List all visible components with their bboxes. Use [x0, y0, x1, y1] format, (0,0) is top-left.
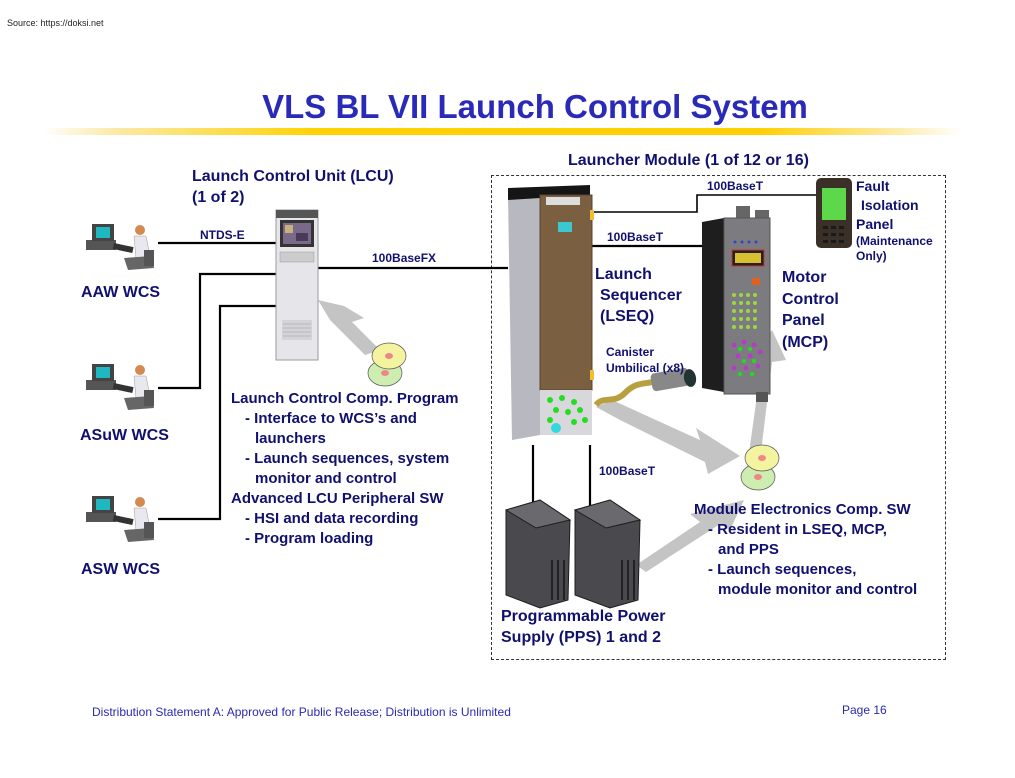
pps-label-line2: Supply (PPS) 1 and 2 — [501, 629, 662, 646]
pps-unit-icon-1 — [504, 499, 572, 609]
arrow-to-lseq — [596, 400, 740, 474]
software-disc-icon-lcu — [367, 342, 407, 387]
mcp-label-line4: (MCP) — [782, 333, 829, 351]
module-software-block: Module Electronics Comp. SW - Resident i… — [694, 500, 917, 600]
lcu-software-heading: Launch Control Comp. Program — [231, 390, 459, 407]
module-software-heading: Module Electronics Comp. SW — [694, 501, 911, 518]
software-disc-icon-module — [740, 444, 780, 491]
module-software-item: - Resident in LSEQ, MCP, — [708, 521, 887, 538]
link-lseq-fip — [592, 194, 820, 213]
lseq-label-line3: (LSEQ) — [600, 308, 655, 325]
fault-panel-line1: Fault — [856, 178, 890, 194]
canister-umbilical-icon — [593, 368, 697, 408]
fault-panel-label: Fault Isolation Panel (Maintenance Only) — [856, 177, 933, 264]
software-arrows — [318, 300, 786, 572]
lseq-label-line1: Launch — [595, 266, 652, 283]
lcu-peripheral-item: - Program loading — [245, 530, 374, 547]
link-label-ntds: NTDS-E — [200, 228, 245, 242]
link-label-lcu-lseq: 100BaseFX — [372, 251, 437, 265]
mcp-label-line1: Motor — [782, 269, 827, 286]
distribution-statement: Distribution Statement A: Approved for P… — [92, 705, 511, 719]
module-software-item: - Launch sequences, — [708, 561, 857, 578]
arrow-to-lcu — [318, 300, 380, 355]
link-label-lseq-mcp: 100BaseT — [607, 230, 664, 244]
canister-label-line2: Umbilical (x8) — [606, 361, 685, 375]
lseq-cabinet-icon — [508, 185, 594, 440]
lseq-label: Launch Sequencer (LSEQ) — [595, 264, 682, 327]
page-title: VLS BL VII Launch Control System — [262, 88, 808, 125]
lcu-peripheral-item: - HSI and data recording — [245, 510, 419, 527]
lcu-software-item: - Interface to WCS’s and — [245, 410, 417, 427]
lseq-label-line2: Sequencer — [600, 287, 682, 304]
connection-lines — [158, 194, 820, 521]
wcs-label-aaw: AAW WCS — [81, 284, 161, 301]
arrow-to-pps — [636, 500, 744, 572]
lcu-label-line1: Launch Control Unit (LCU) — [192, 168, 394, 185]
page-number: Page 16 — [842, 703, 887, 717]
lcu-label: Launch Control Unit (LCU) (1 of 2) — [192, 166, 394, 208]
operator-workstation-icon-aaw — [86, 224, 154, 270]
lcu-software-block: Launch Control Comp. Program - Interface… — [231, 389, 459, 549]
title-underline — [42, 128, 962, 135]
mcp-cabinet-icon — [702, 206, 771, 402]
link-asuw — [158, 272, 276, 390]
lcu-software-item: launchers — [255, 430, 326, 447]
launcher-module-boundary — [491, 175, 946, 660]
operator-workstation-icon-asw — [86, 496, 154, 542]
lcu-label-line2: (1 of 2) — [192, 189, 245, 206]
lcu-peripheral-heading: Advanced LCU Peripheral SW — [231, 490, 444, 507]
link-label-lseq-fip: 100BaseT — [707, 179, 764, 193]
lcu-software-item: - Launch sequences, system — [245, 450, 450, 467]
fault-isolation-panel-icon — [816, 178, 852, 248]
fault-panel-line3: Panel — [856, 216, 894, 232]
pps-unit-icon-2 — [573, 499, 642, 609]
fault-panel-line2: Isolation — [861, 197, 919, 213]
canister-label: Canister Umbilical (x8) — [606, 344, 684, 376]
mcp-label-line2: Control — [782, 290, 839, 308]
source-note: Source: https://doksi.net — [7, 18, 104, 28]
module-software-item: and PPS — [718, 541, 779, 558]
module-software-item: module monitor and control — [718, 581, 918, 598]
pps-label: Programmable Power Supply (PPS) 1 and 2 — [501, 606, 666, 648]
link-label-lseq-pps: 100BaseT — [599, 464, 656, 478]
mcp-label-line3: Panel — [782, 312, 825, 329]
fault-panel-note1: (Maintenance — [856, 234, 933, 248]
launcher-module-label: Launcher Module (1 of 12 or 16) — [568, 152, 809, 169]
lcu-cabinet-icon — [275, 209, 319, 361]
link-asw — [158, 304, 276, 521]
wcs-label-asw: ASW WCS — [81, 561, 161, 578]
operator-workstation-icon-asuw — [86, 364, 154, 410]
canister-label-line1: Canister — [606, 345, 655, 359]
wcs-label-asuw: ASuW WCS — [80, 427, 169, 444]
fault-panel-note2: Only) — [856, 249, 887, 263]
lcu-software-item: monitor and control — [255, 470, 397, 487]
mcp-label: Motor Control Panel (MCP) — [782, 267, 839, 353]
pps-label-line1: Programmable Power — [501, 608, 666, 625]
